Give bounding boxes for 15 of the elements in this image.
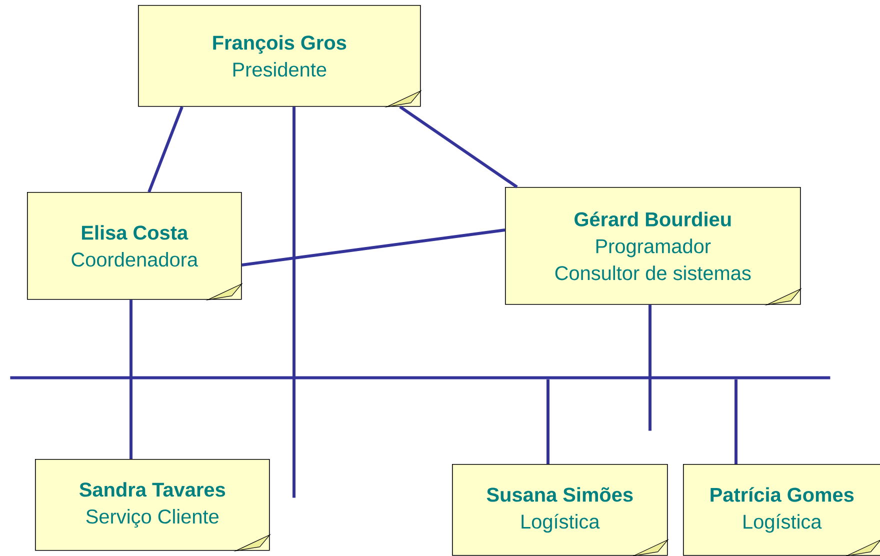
note-box: Elisa Costa Coordenadora (27, 192, 243, 300)
connector-line (292, 106, 296, 498)
connector-line (148, 106, 184, 193)
connector-line (648, 304, 652, 431)
bus-line (10, 376, 830, 380)
note-box: François Gros Presidente (138, 5, 422, 108)
connector-line (546, 379, 550, 464)
connector-line (130, 300, 132, 459)
connector-line (734, 379, 738, 464)
note-box: Patrícia Gomes Logística (683, 464, 880, 556)
connector-line (399, 106, 518, 188)
note-box: Sandra Tavares Serviço Cliente (35, 459, 271, 552)
note-box: Gérard Bourdieu Programador Consultor de sistemas (505, 187, 802, 306)
connector-line (242, 228, 506, 266)
note-box: Susana Simões Logística (452, 464, 669, 556)
